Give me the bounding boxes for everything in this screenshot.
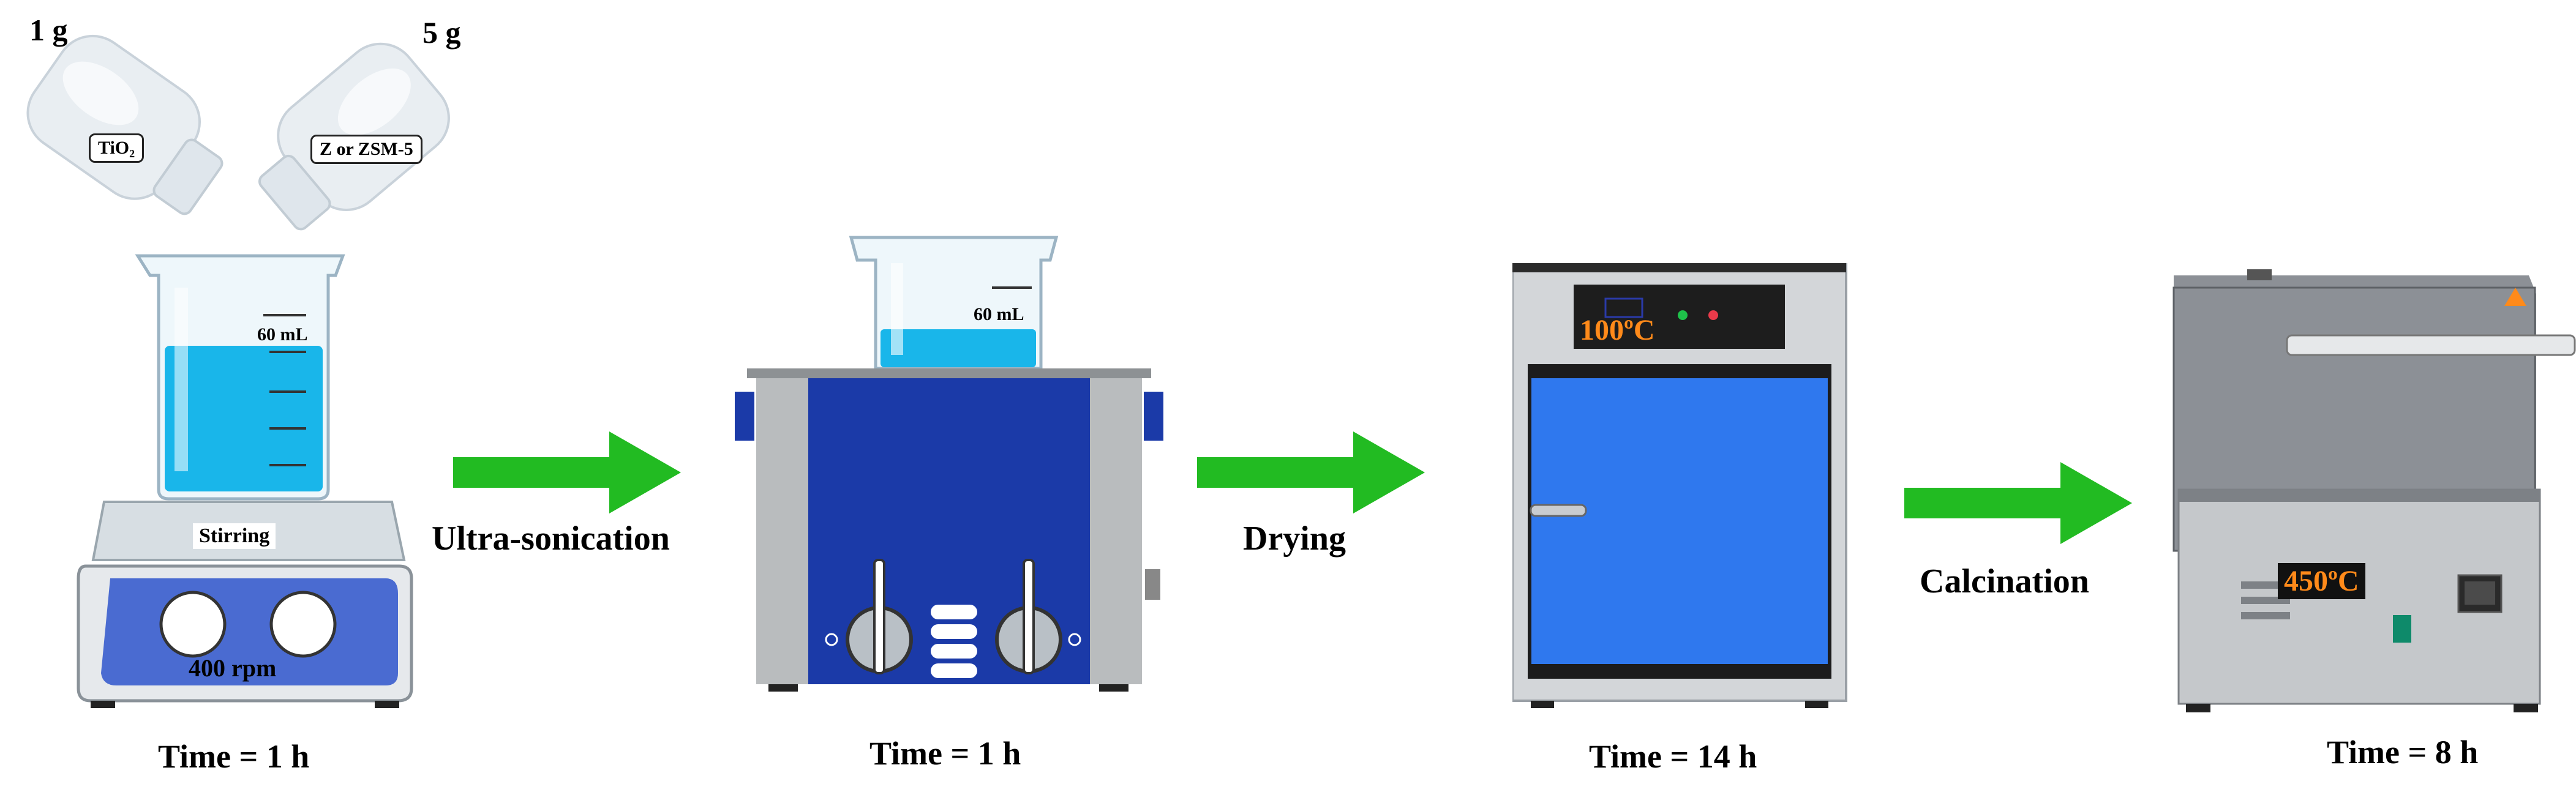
step-calcination-label: Calcination [1920,562,2089,600]
step-ultrasonication-label: Ultra-sonication [432,520,670,558]
muffle-furnace-drawing [2172,269,2576,712]
calcination-time-label: Time = 8 h [2327,734,2479,771]
arrow-3 [1904,462,2132,544]
tio2-bottle-label: TiO₂ [89,133,145,163]
arrow-1 [453,431,681,513]
oven-temperature: 100ºC [1580,314,1655,346]
zeolite-bottle [258,42,450,231]
drying-time-label: Time = 14 h [1589,738,1757,775]
arrow-2 [1197,431,1425,513]
stirring-plate-label: Stirring [193,523,276,549]
tio2-bottle [26,34,223,215]
zeolite-bottle-label: Z or ZSM-5 [310,135,422,164]
beaker-stirring [135,254,345,501]
sonicator-beaker-volume: 60 mL [974,304,1024,324]
drying-oven-drawing [1512,263,1847,708]
zeolite-mass-label: 5 g [422,15,461,50]
tio2-mass-label: 1 g [29,13,68,47]
sonication-time-label: Time = 1 h [869,735,1021,772]
stirring-speed-label: 400 rpm [189,654,277,682]
furnace-temperature: 450ºC [2278,563,2365,599]
sonicator-drawing [735,236,1163,692]
step-drying-label: Drying [1243,520,1346,558]
stirring-time-label: Time = 1 h [158,738,310,775]
stirring-beaker-volume: 60 mL [257,324,308,345]
